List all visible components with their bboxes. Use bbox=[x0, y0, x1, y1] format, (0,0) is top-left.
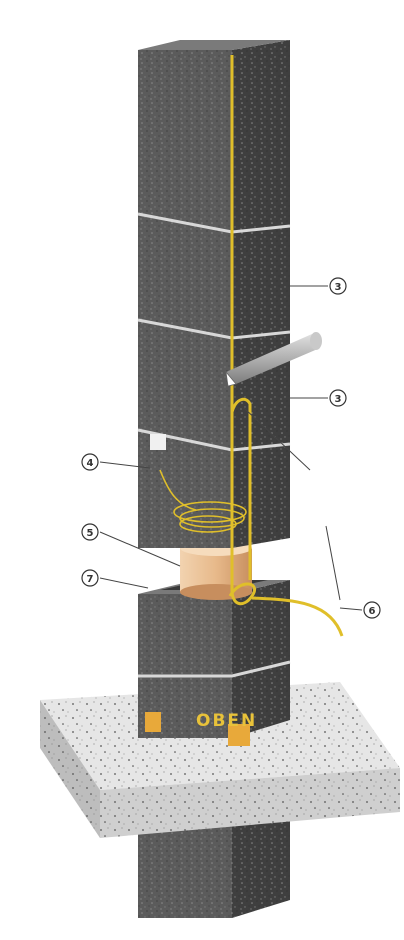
svg-text:3: 3 bbox=[335, 282, 342, 293]
inspection-patch bbox=[150, 434, 166, 450]
svg-text:5: 5 bbox=[87, 528, 94, 539]
svg-text:6: 6 bbox=[369, 606, 376, 617]
svg-text:3: 3 bbox=[335, 394, 342, 405]
flue-liner bbox=[180, 540, 252, 600]
callout-3-lower: 3 bbox=[330, 390, 346, 406]
spacer-left bbox=[145, 712, 161, 732]
svg-text:4: 4 bbox=[87, 458, 94, 469]
callout-5: 5 bbox=[82, 524, 98, 540]
callout-7: 7 bbox=[82, 570, 98, 586]
callout-6: 6 bbox=[364, 602, 380, 618]
oben-marking: OBEN bbox=[196, 711, 257, 731]
callout-4: 4 bbox=[82, 454, 98, 470]
callout-3-upper: 3 bbox=[330, 278, 346, 294]
svg-text:7: 7 bbox=[87, 574, 94, 585]
